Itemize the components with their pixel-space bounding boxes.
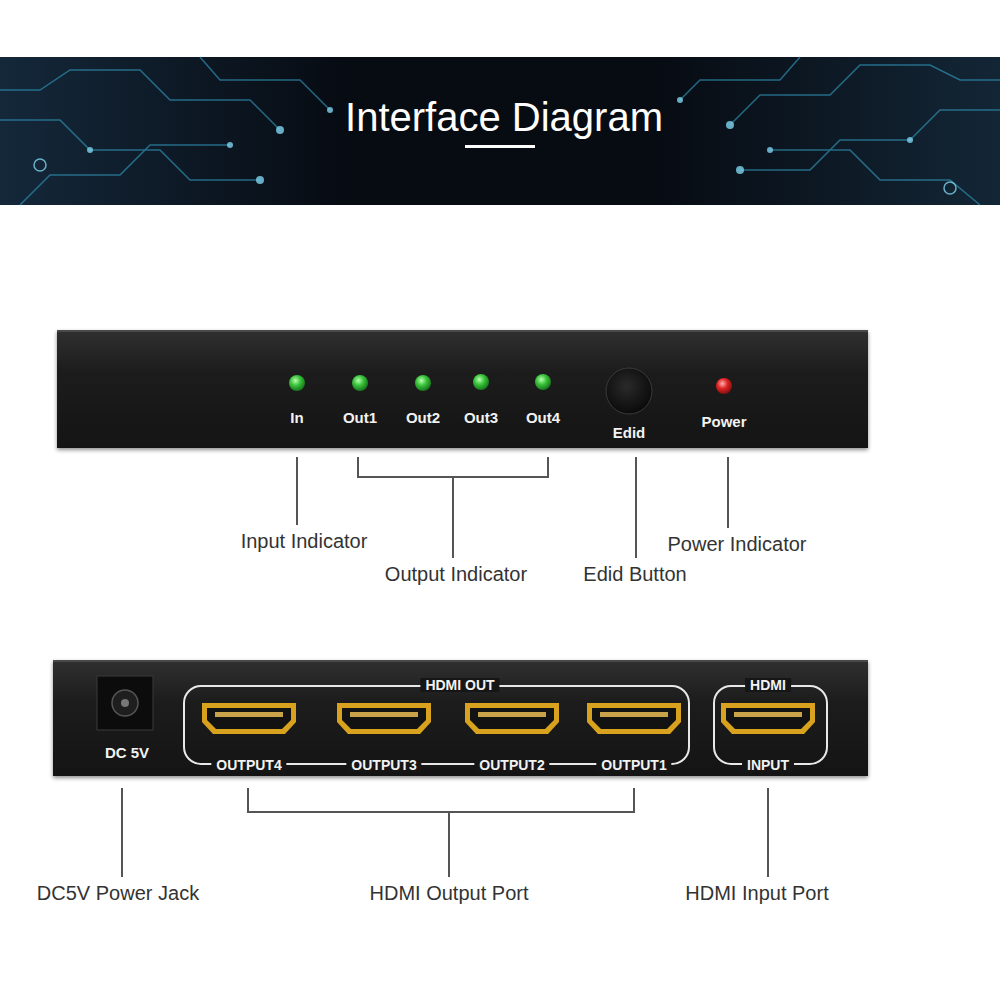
circuit-pads	[34, 97, 956, 194]
leader-line	[727, 457, 729, 528]
panel-label: Out2	[406, 410, 440, 425]
hdmi-port	[721, 703, 815, 734]
bracket	[248, 788, 634, 812]
circuit-trace	[730, 65, 1000, 125]
dc-jack	[97, 676, 153, 730]
circuit-trace	[0, 70, 280, 130]
callout-label: Power Indicator	[668, 534, 807, 554]
panel-label: Out1	[343, 410, 377, 425]
panel-label: HDMI	[745, 678, 791, 692]
led	[716, 378, 732, 394]
panel-label: Power	[701, 414, 746, 429]
leader-line	[635, 457, 637, 558]
circuit-pad	[227, 142, 233, 148]
hdmi-ports	[202, 703, 815, 734]
panel-label: Edid	[613, 425, 646, 440]
leader-lines	[122, 457, 768, 877]
circuit-ring	[944, 182, 956, 194]
led	[352, 375, 368, 391]
circuit-trace	[740, 110, 1000, 170]
jack-pin	[121, 699, 129, 707]
jack-hole	[112, 690, 138, 716]
leader-line	[452, 477, 454, 558]
led	[415, 375, 431, 391]
hdmi-port	[465, 703, 559, 734]
panel-label: INPUT	[742, 758, 794, 772]
circuit-pad	[726, 121, 734, 129]
led	[535, 374, 551, 390]
diagram-title: Interface Diagram	[345, 97, 663, 137]
port-group: HDMIINPUT	[713, 685, 828, 765]
callout-label: Input Indicator	[241, 531, 368, 551]
circuit-trace	[680, 57, 800, 100]
callout-label: Edid Button	[583, 564, 686, 584]
front-panel: In Out1 Out2 Out3 Out4Edid Power	[57, 330, 868, 448]
circuit-ring	[34, 159, 46, 171]
led	[473, 374, 489, 390]
panel-label: DC 5V	[105, 745, 149, 760]
circuit-pad	[276, 126, 284, 134]
header-background	[0, 57, 1000, 205]
hdmi-port	[202, 703, 296, 734]
circuit-trace	[20, 145, 230, 205]
circuit-pad	[327, 107, 333, 113]
circuit-pad	[907, 137, 913, 143]
title-underline	[465, 145, 535, 148]
circuit-pad	[256, 176, 264, 184]
panel-label: In	[290, 410, 303, 425]
jack-body	[97, 676, 153, 730]
callout-label: DC5V Power Jack	[37, 883, 199, 903]
leader-line	[121, 788, 123, 877]
panel-label: Out3	[464, 410, 498, 425]
rear-panel: DC 5VHDMI OUTOUTPUT4OUTPUT3OUTPUT2OUTPUT…	[53, 660, 868, 776]
port-group: HDMI OUTOUTPUT4OUTPUT3OUTPUT2OUTPUT1	[183, 685, 690, 765]
hdmi-port	[587, 703, 681, 734]
circuit-pad	[677, 97, 683, 103]
leader-line	[767, 788, 769, 877]
circuit-traces	[0, 57, 1000, 205]
circuit-trace	[200, 57, 330, 110]
circuit-pad	[87, 147, 93, 153]
hdmi-port	[337, 703, 431, 734]
led	[289, 375, 305, 391]
panel-label: OUTPUT2	[474, 758, 549, 772]
callout-label: HDMI Input Port	[685, 883, 828, 903]
indicator-leds	[289, 374, 732, 394]
panel-label: OUTPUT1	[596, 758, 671, 772]
circuit-pad	[767, 147, 773, 153]
callout-label: HDMI Output Port	[370, 883, 529, 903]
edid-button	[606, 368, 652, 414]
panel-label: HDMI OUT	[420, 678, 499, 692]
bracket	[358, 457, 548, 477]
panel-label: OUTPUT4	[211, 758, 286, 772]
panel-label: OUTPUT3	[346, 758, 421, 772]
circuit-pad	[736, 166, 744, 174]
leader-line	[296, 457, 298, 525]
leader-line	[448, 812, 450, 877]
circuit-trace	[770, 150, 980, 205]
circuit-trace	[0, 120, 260, 180]
panel-label: Out4	[526, 410, 560, 425]
callout-label: Output Indicator	[385, 564, 527, 584]
